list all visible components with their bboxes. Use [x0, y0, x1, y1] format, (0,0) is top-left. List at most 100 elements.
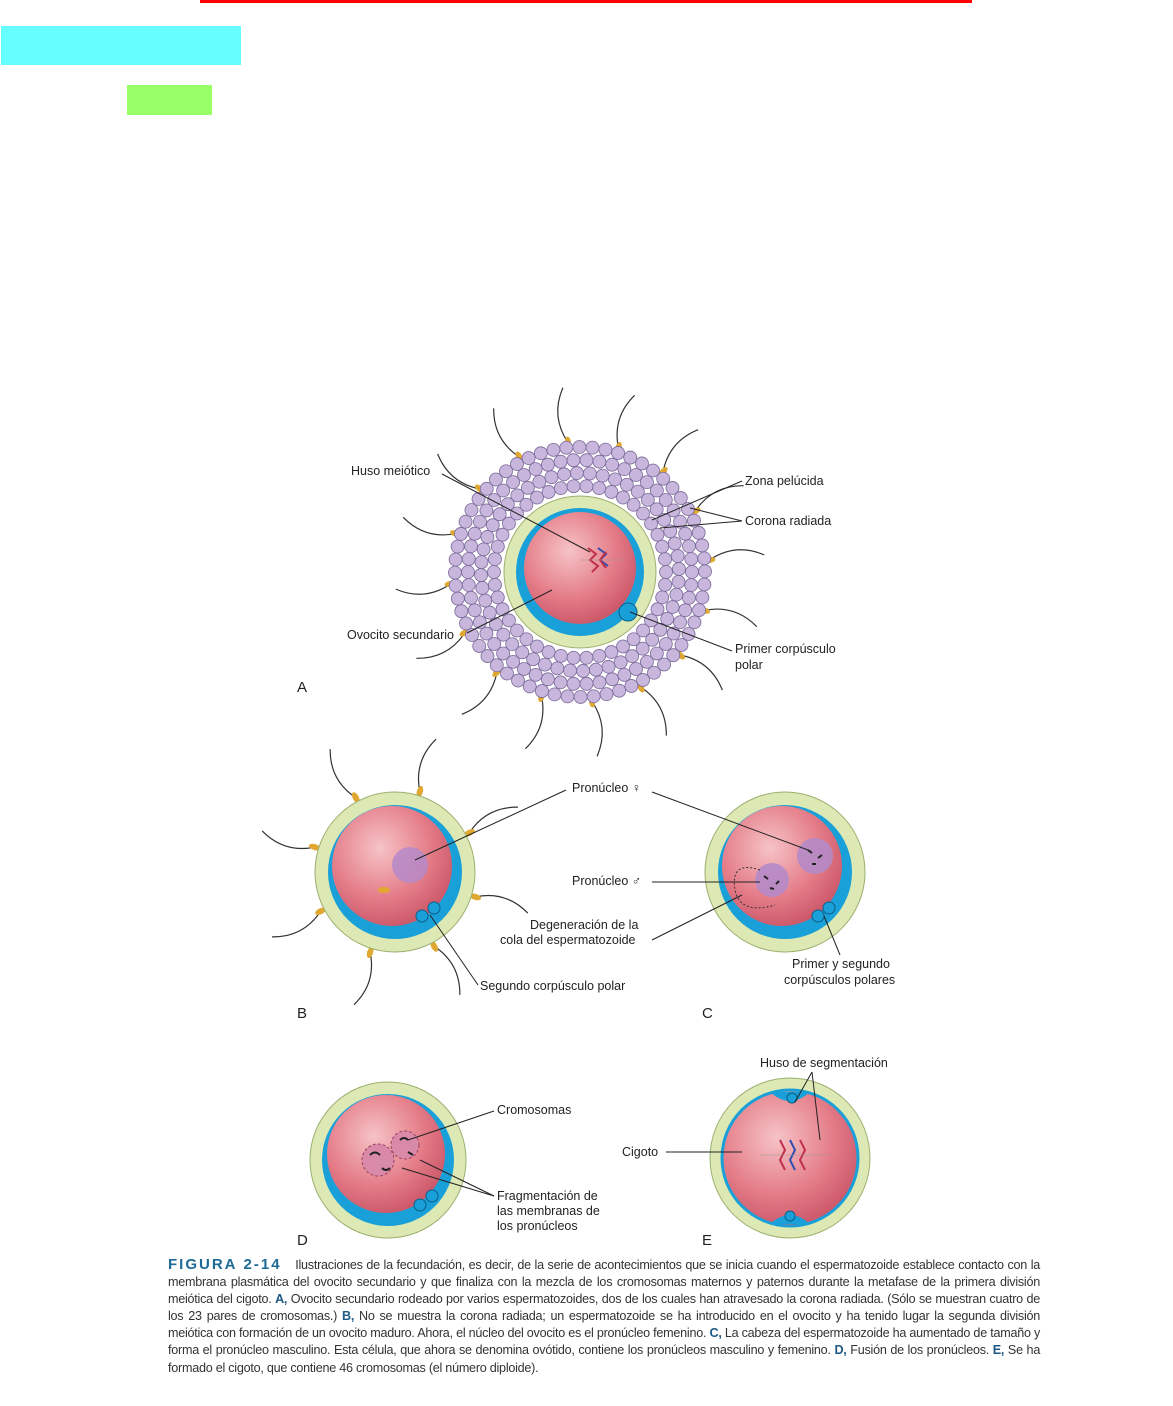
figure-caption: FIGURA 2-14 Ilustraciones de la fecundac… [168, 1256, 1040, 1377]
caption-key-e: E, [992, 1343, 1005, 1358]
corona-cell [490, 539, 505, 554]
corona-cell [635, 641, 650, 656]
corona-cell [616, 639, 630, 654]
corona-cell [616, 490, 630, 505]
caption-c: La cabeza del espermatozoide ha aumentad… [168, 1326, 1041, 1358]
corona-cell [519, 497, 534, 512]
corona-cell [487, 565, 501, 579]
corona-cell [540, 457, 555, 472]
corona-cell [515, 645, 530, 660]
corona-cell [510, 457, 524, 471]
corona-cell [665, 600, 680, 614]
corona-cell [519, 632, 534, 647]
polar-bodies [822, 901, 836, 915]
corona-cell [658, 493, 673, 507]
sperm-head [469, 893, 482, 901]
corona-cell [655, 539, 670, 554]
label-zygote: Cigoto [622, 1145, 658, 1159]
corona-cell [474, 568, 488, 582]
corona-cell [601, 659, 616, 674]
corona-cell [667, 536, 682, 551]
corona-cell [624, 679, 639, 693]
corona-cell [540, 672, 555, 687]
corona-cell [478, 593, 493, 608]
label-fragmentation-2: las membranas de [497, 1204, 600, 1218]
corona-cell [672, 562, 686, 576]
sperm-tail [640, 686, 667, 736]
leader-lines [441, 473, 743, 652]
corona-cell [695, 538, 710, 553]
corona-cell [617, 462, 632, 477]
corona-cell [553, 454, 568, 469]
corona-cell [646, 463, 660, 478]
corona-cell [535, 684, 549, 698]
corona-cell [448, 578, 463, 593]
corona-cell [678, 526, 693, 541]
corona-cell [502, 516, 516, 531]
corona-cell [604, 645, 619, 659]
corona-cell [546, 442, 561, 457]
panel-letter-c: C [702, 1005, 713, 1022]
corona-cell [619, 477, 634, 492]
label-tail-degeneration-2: cola del espermatozoide [500, 933, 636, 947]
panel-letter-b: B [297, 1005, 307, 1022]
corona-cell [490, 590, 505, 605]
corona-cell [488, 552, 502, 567]
corona-cell [579, 479, 594, 494]
corona-cell [559, 440, 574, 455]
caption-key-b: B, [341, 1309, 355, 1324]
caption-b: No se muestra la corona radiada; un espe… [168, 1309, 1041, 1341]
corona-cell [592, 675, 607, 690]
corona-cell [480, 649, 495, 663]
corona-cell [636, 623, 650, 638]
corona-cell [623, 450, 638, 465]
label-first-polar-body-2: polar [735, 658, 763, 672]
corona-cell [678, 603, 693, 618]
corona-cell [669, 587, 684, 602]
sperm-tail [416, 632, 466, 659]
corona-cell [673, 514, 687, 529]
corona-cell [636, 506, 650, 521]
female-pronucleus [392, 847, 428, 883]
corona-cell [592, 648, 607, 663]
corona-cell [505, 637, 520, 652]
corona-cell [684, 552, 699, 566]
sperm-head [378, 887, 390, 893]
fragmenting-pronucleus [361, 1143, 395, 1177]
corona-cell [464, 539, 478, 554]
label-male-pronucleus: Pronúcleo ♂ [572, 874, 641, 888]
corona-cell [482, 605, 497, 620]
corona-cell [532, 474, 547, 489]
label-secondary-oocyte: Ovocito secundario [347, 628, 454, 642]
corona-cell [639, 475, 654, 490]
corona-cell [626, 497, 641, 512]
sperm-tail [329, 749, 357, 799]
panel-c: Primer y segundo corpúsculos polares C [651, 791, 895, 1022]
corona-cell [488, 617, 503, 632]
corona-cell [685, 565, 699, 579]
corona-cell [502, 613, 516, 628]
corona-cell [644, 516, 658, 531]
corona-cell [595, 468, 610, 483]
corona-cell [579, 650, 594, 665]
panel-letter-a: A [297, 679, 307, 696]
panel-a: Huso meiótico Zona pelúcida Corona radia… [297, 387, 836, 757]
corona-cell [485, 518, 500, 533]
corona-cell [472, 639, 487, 653]
corona-cell [566, 453, 581, 468]
panel-d: Cromosomas Fragmentación de las membrana… [297, 1081, 600, 1249]
corona-cell [599, 687, 614, 702]
corona-cell [665, 481, 680, 495]
corona-cell [479, 626, 494, 641]
corona-cell [467, 526, 482, 541]
corona-cell [473, 615, 487, 630]
corona-cell [626, 632, 641, 647]
corona-cell [473, 514, 487, 529]
label-chromosomes: Cromosomas [497, 1103, 571, 1117]
corona-cell [592, 481, 607, 496]
corona-cell [511, 673, 525, 688]
corona-cell [528, 667, 543, 682]
corona-cell [655, 590, 670, 605]
label-zona-pellucida: Zona pelúcida [745, 474, 824, 488]
